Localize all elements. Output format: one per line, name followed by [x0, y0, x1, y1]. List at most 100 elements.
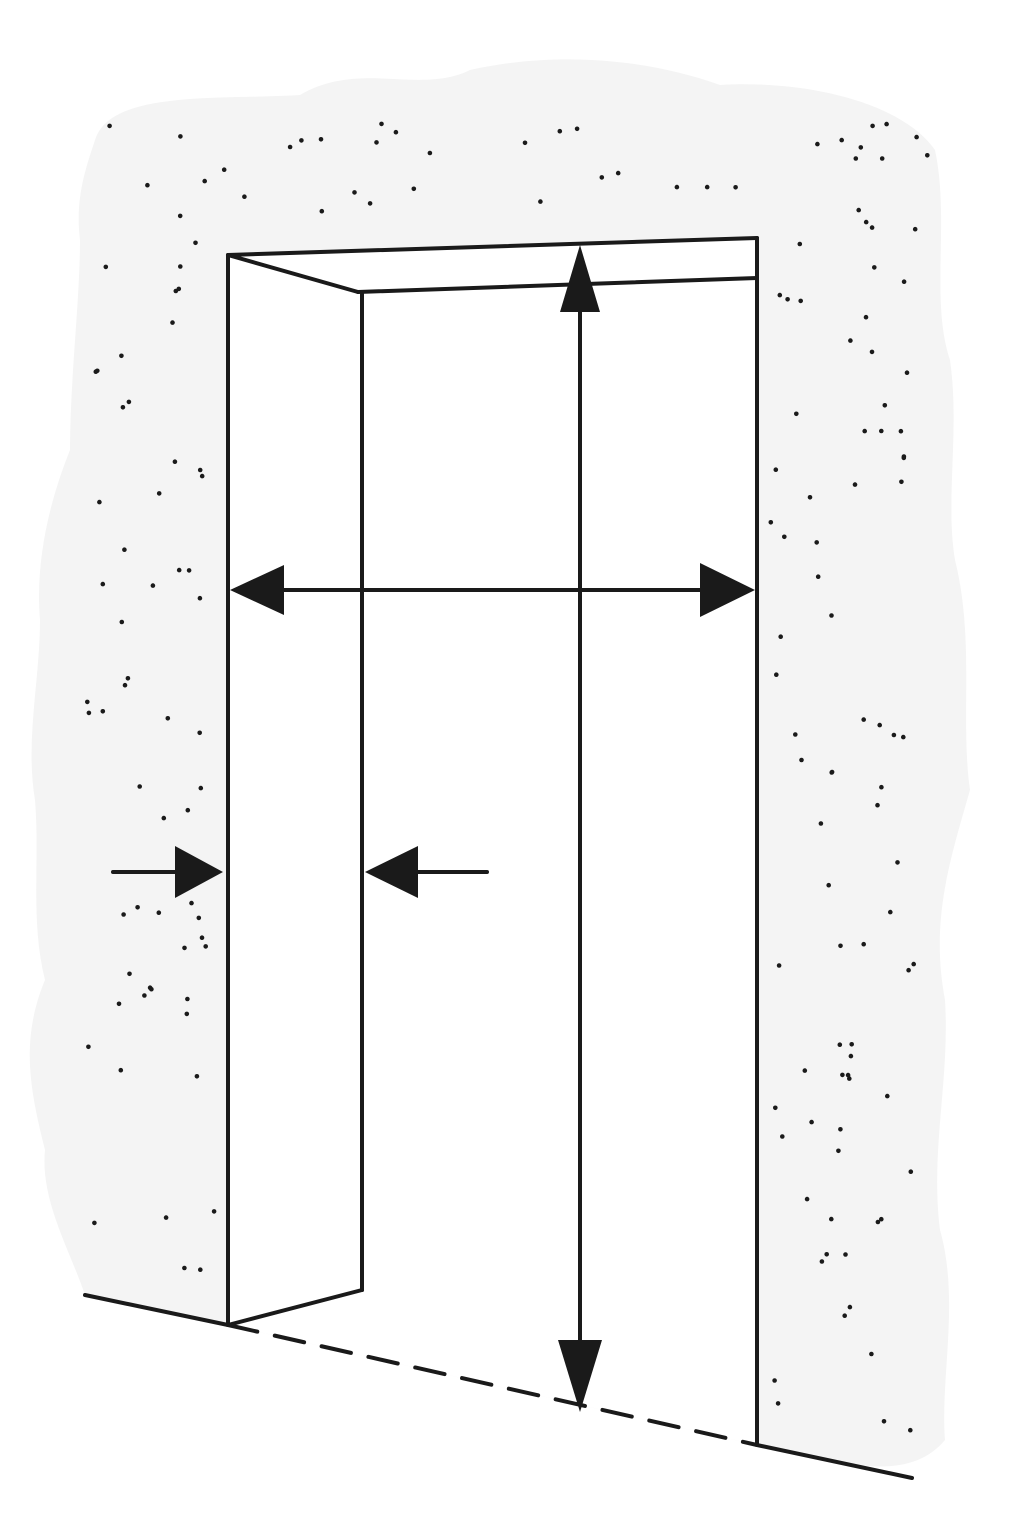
wall-dot	[97, 499, 102, 505]
jamb-top-diagonal	[226, 253, 360, 294]
wall-dot	[127, 971, 132, 977]
wall-dot	[836, 1148, 841, 1154]
wall-dot	[882, 403, 888, 408]
wall-dot	[901, 734, 906, 740]
wall-dot	[912, 226, 918, 232]
wall-dot	[165, 716, 171, 721]
wall-dot	[93, 369, 99, 375]
wall-dot	[522, 140, 528, 146]
door-opening	[228, 238, 757, 1445]
wall-dot	[85, 699, 90, 705]
wall-dot	[908, 1427, 913, 1433]
wall-dot	[891, 732, 897, 738]
wall-dot	[674, 184, 680, 190]
wall-dot	[379, 121, 384, 127]
wall-dot	[838, 943, 843, 949]
wall-dot	[704, 184, 710, 190]
wall-dot	[861, 941, 866, 947]
wall-dot	[843, 1252, 848, 1257]
wall-dot	[869, 1351, 874, 1357]
wall-dot	[319, 208, 325, 214]
wall-dot	[794, 411, 799, 417]
wall-dot	[182, 1265, 187, 1271]
wall-dot	[848, 338, 853, 343]
floor-line-dashed	[226, 1323, 759, 1447]
wall-dot	[881, 1419, 887, 1424]
wall-dot	[838, 1127, 843, 1132]
wall-dot	[863, 219, 869, 225]
wall-dot	[119, 353, 124, 359]
wall-dot	[202, 178, 207, 184]
wall-dot	[352, 190, 357, 195]
floor-line-right	[755, 1443, 914, 1480]
wall-dot	[118, 1067, 124, 1073]
wall-dot	[197, 595, 203, 601]
wall-dot	[107, 123, 112, 129]
wall-dot	[163, 1215, 169, 1220]
wall-dot	[193, 240, 198, 246]
wall-dot	[86, 1044, 91, 1050]
jamb-inner-top	[356, 276, 759, 294]
wall-dot	[879, 428, 884, 434]
wall-dot	[807, 495, 813, 500]
wall-dot	[242, 194, 247, 199]
wall-dot	[615, 170, 621, 176]
wall-dot	[86, 710, 92, 716]
wall-dot	[178, 264, 183, 269]
wall-dot	[177, 213, 183, 219]
wall-dot	[772, 1378, 777, 1383]
wall-dot	[184, 1011, 190, 1017]
wall-dot	[778, 634, 783, 639]
wall-dot	[411, 186, 417, 192]
wall-dot	[898, 428, 904, 434]
wall-dot	[879, 156, 885, 161]
wall-dot	[901, 454, 907, 459]
wall-dot	[185, 996, 190, 1002]
wall-dot	[829, 769, 835, 775]
wall-dot	[862, 428, 867, 434]
wall-dot	[847, 1304, 853, 1310]
wall-dot	[839, 137, 844, 143]
wall-dot	[877, 722, 882, 728]
wall-dot	[198, 785, 204, 791]
wall-dot	[914, 134, 919, 140]
jamb-bottom-diagonal	[226, 1288, 364, 1327]
width-arrow-icon	[700, 563, 755, 617]
wall-dot	[804, 1196, 810, 1202]
wall-dot	[869, 225, 875, 230]
wall-dot	[189, 900, 194, 906]
wall-dot	[829, 1216, 834, 1222]
wall-dot	[126, 399, 132, 405]
wall-dot	[879, 784, 884, 790]
wall-dot	[170, 320, 175, 325]
wall-dot	[557, 128, 563, 134]
wall-dot	[120, 405, 126, 410]
wall-dot	[904, 370, 910, 376]
wall-dot	[299, 138, 304, 143]
width-arrow-icon	[230, 565, 284, 615]
wall-dot	[121, 912, 126, 917]
wall-dot	[888, 909, 893, 915]
wall-dot	[211, 1209, 217, 1214]
wall-dot	[780, 1134, 785, 1139]
wall-dot	[908, 1169, 914, 1174]
wall-dot	[845, 1072, 851, 1078]
wall-dot	[777, 292, 783, 298]
wall-dot	[185, 807, 191, 813]
height-arrow-icon	[560, 245, 600, 312]
wall-dot	[374, 140, 379, 145]
wall-dot	[100, 709, 106, 714]
wall-dot	[197, 730, 202, 736]
wall-dot	[178, 134, 183, 139]
wall-dot	[797, 241, 803, 247]
wall-dot	[135, 905, 140, 910]
height-arrow-icon	[558, 1340, 602, 1412]
wall-dot	[221, 167, 227, 172]
wall-dot	[837, 1042, 843, 1047]
wall-dot	[826, 882, 831, 888]
wall-dot	[815, 141, 820, 147]
wall-dot	[842, 1313, 847, 1318]
wall-dot	[176, 567, 182, 573]
wall-dot	[145, 182, 150, 188]
